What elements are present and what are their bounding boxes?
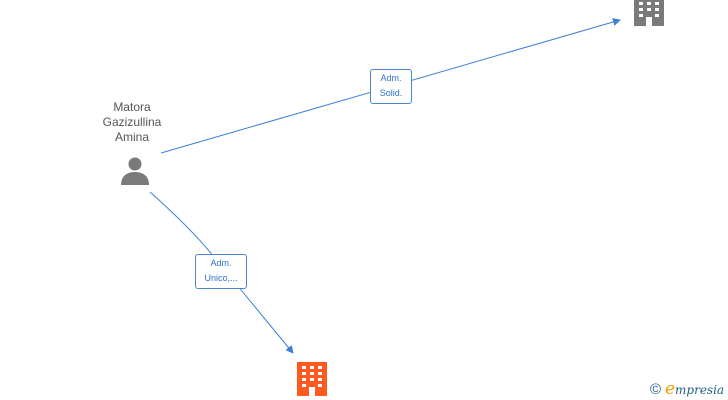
person-name-line: Gazizullina	[102, 115, 162, 129]
person-icon[interactable]	[121, 157, 149, 186]
copyright-symbol: ©	[650, 381, 662, 398]
building-icon[interactable]	[634, 0, 664, 26]
building-icon[interactable]	[297, 362, 327, 396]
brand-name: mpresia	[675, 383, 725, 397]
person-name-line: Matora	[113, 100, 151, 114]
person-name-line: Amina	[114, 130, 149, 144]
edge-label-adm-unico[interactable]: Adm. Unico,...	[195, 254, 247, 289]
person-name[interactable]: Matora Gazizullina Amina	[92, 100, 172, 145]
edge-label-line: Adm.	[210, 258, 232, 268]
edge-label-adm-solid[interactable]: Adm. Solid.	[370, 69, 412, 104]
edge-label-line: Solid.	[379, 88, 403, 98]
brand-initial: e	[664, 379, 676, 399]
edge-label-line: Unico,...	[204, 273, 238, 283]
edge-label-line: Adm.	[380, 73, 402, 83]
empresia-watermark: © empresia	[650, 379, 724, 399]
